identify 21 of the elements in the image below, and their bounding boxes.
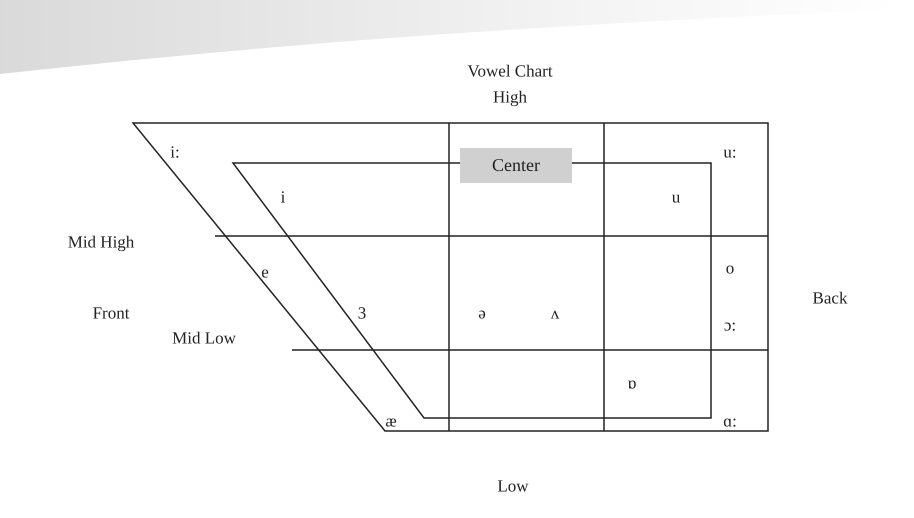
vowel-symbol: æ (385, 412, 397, 430)
axis-label: Back (812, 290, 848, 306)
vowel-symbol: e (261, 264, 269, 280)
chart-title: Vowel Chart (467, 62, 553, 80)
vowel-symbol: u: (723, 144, 737, 160)
axis-label: Mid Low (172, 330, 236, 346)
vowel-symbol: o (726, 260, 734, 276)
axis-label: Mid High (68, 234, 134, 250)
center-label-box: Center (460, 148, 572, 183)
vowel-symbol: ə (478, 304, 486, 322)
axis-label: Front (92, 304, 130, 322)
vowel-symbol: ɑ: (723, 412, 737, 430)
vowel-symbol: u (672, 188, 680, 206)
axis-label: Low (497, 478, 529, 494)
vowel-symbol: ʌ (550, 304, 560, 322)
vowel-symbol: i (280, 188, 286, 206)
vowel-symbol: ɒ (628, 374, 636, 392)
vowel-symbol: ɔ: (724, 316, 736, 334)
vowel-symbol: 3 (358, 304, 366, 322)
vowel-symbol: i: (170, 144, 180, 160)
axis-label: High (493, 88, 527, 106)
